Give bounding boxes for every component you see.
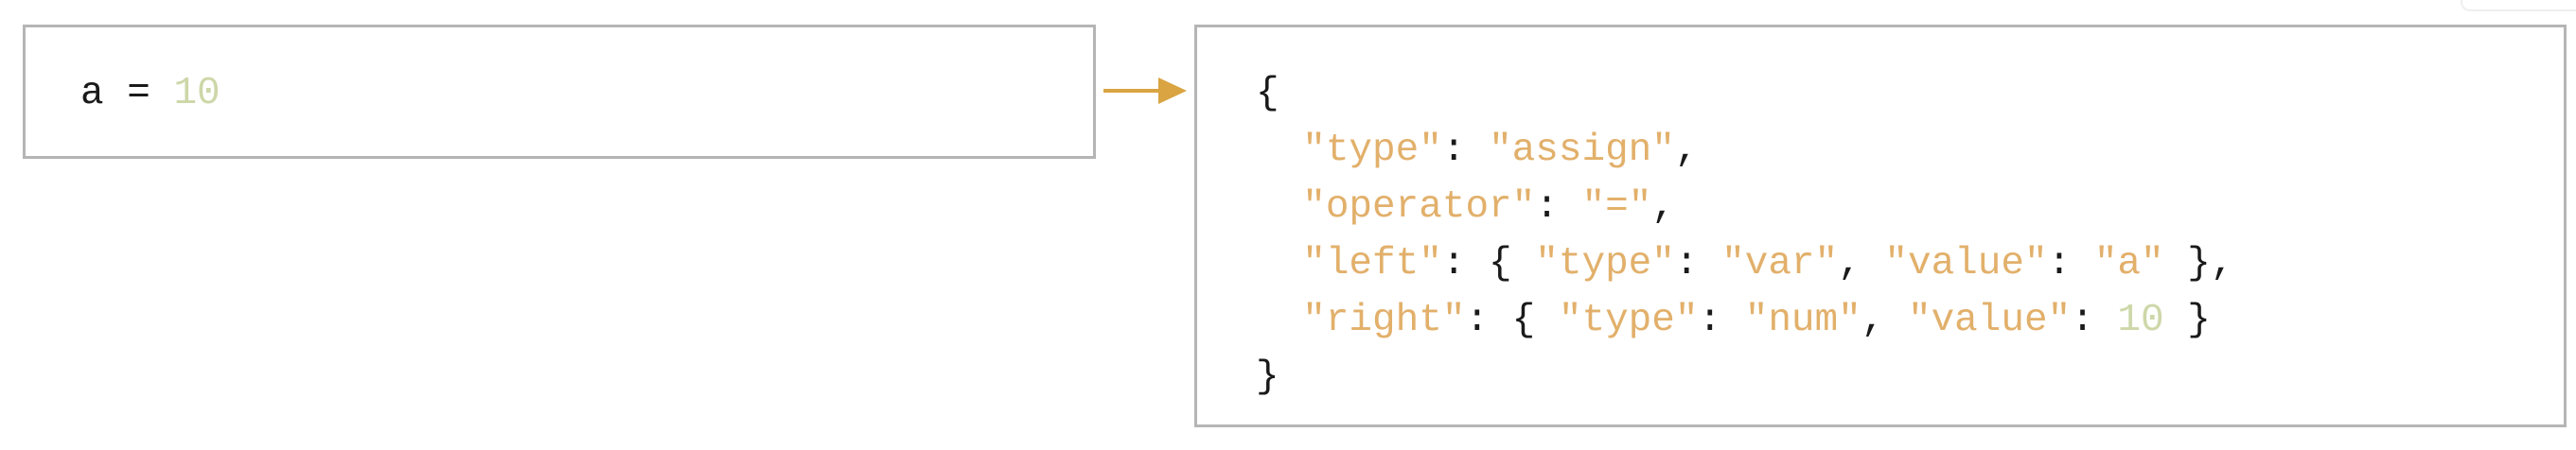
assign-operator: = bbox=[127, 72, 150, 115]
json-key-left: "left" bbox=[1302, 242, 1442, 286]
json-right-type-value: "num" bbox=[1744, 299, 1861, 342]
json-open-brace: { bbox=[1256, 72, 1279, 115]
identifier-a: a bbox=[80, 72, 104, 115]
json-right-value-key: "value" bbox=[1907, 299, 2072, 342]
source-code: a = 10 bbox=[80, 65, 221, 122]
json-key-right: "right" bbox=[1302, 299, 1466, 342]
ast-json-code: { "type": "assign", "operator": "=", "le… bbox=[1256, 72, 2234, 399]
json-key-operator: "operator" bbox=[1302, 185, 1536, 229]
json-close-brace: } bbox=[1256, 355, 1279, 399]
json-left-value-key: "value" bbox=[1884, 242, 2048, 286]
json-value-operator: "=" bbox=[1581, 185, 1652, 229]
json-right-value: 10 bbox=[2117, 299, 2164, 342]
json-right-type-key: "type" bbox=[1558, 299, 1699, 342]
json-left-value: "a" bbox=[2093, 242, 2164, 286]
json-value-assign: "assign" bbox=[1489, 129, 1675, 172]
number-literal: 10 bbox=[173, 72, 221, 115]
ast-json-panel: { "type": "assign", "operator": "=", "le… bbox=[1194, 25, 2567, 427]
json-key-type: "type" bbox=[1302, 129, 1442, 172]
right-arrow-icon bbox=[1103, 78, 1187, 104]
json-left-type-key: "type" bbox=[1535, 242, 1675, 286]
json-left-type-value: "var" bbox=[1721, 242, 1839, 286]
corner-tab-decoration bbox=[2461, 0, 2576, 11]
source-code-panel: a = 10 bbox=[23, 25, 1096, 159]
